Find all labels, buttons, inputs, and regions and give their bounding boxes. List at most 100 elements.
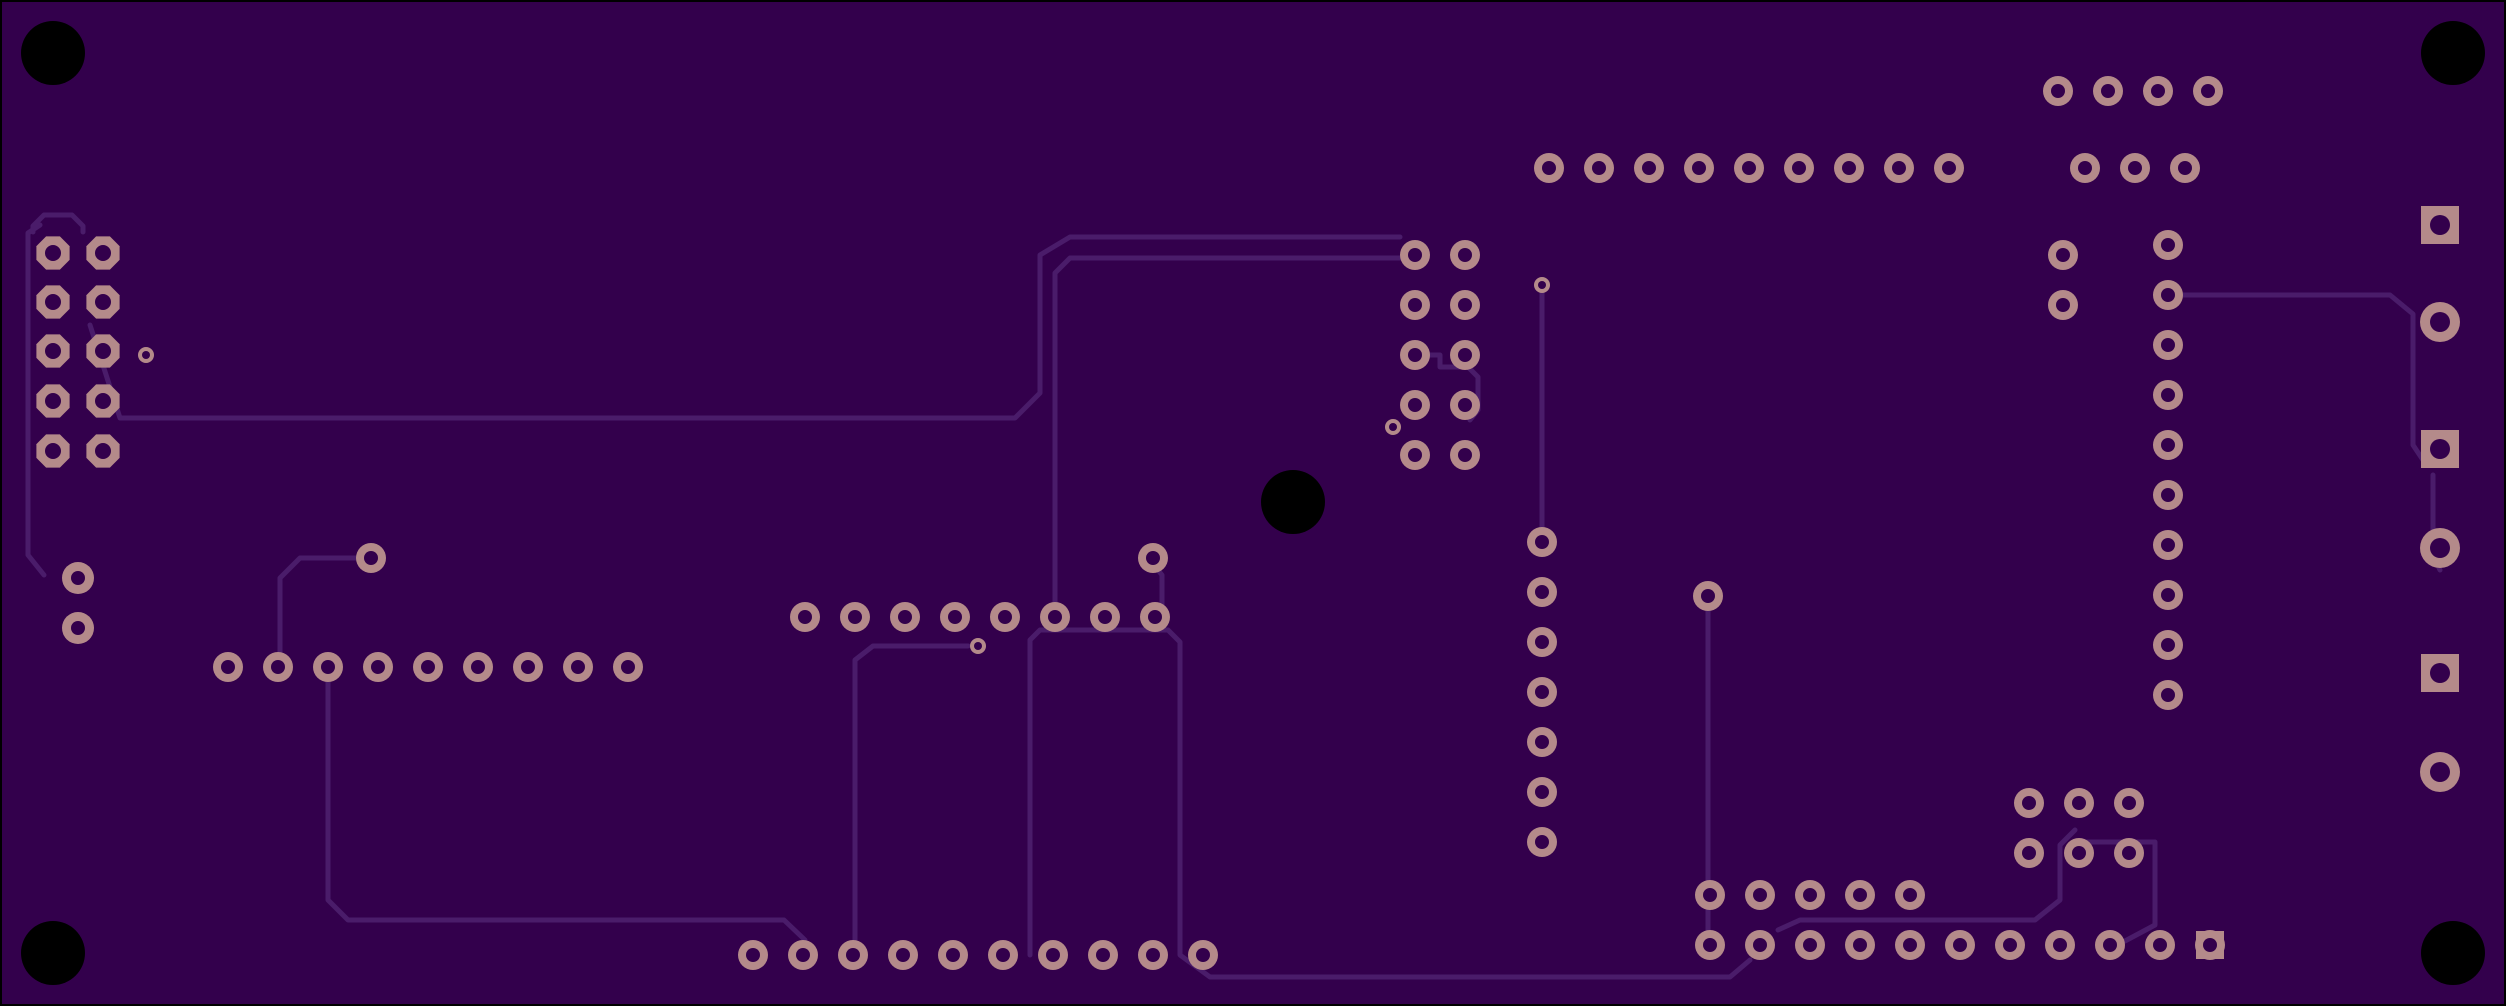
- round-pad-icon: [738, 940, 768, 970]
- round-pad-icon: [940, 602, 970, 632]
- round-pad-icon: [840, 602, 870, 632]
- round-pad-icon: [2114, 788, 2144, 818]
- via-icon: [970, 638, 986, 654]
- square-pad-icon: [2421, 654, 2459, 692]
- octagon-pad-icon: [36, 334, 70, 368]
- copper-trace: [1775, 827, 2078, 933]
- round-pad-icon: [2014, 788, 2044, 818]
- round-pad-icon: [1745, 880, 1775, 910]
- round-pad-icon: [2064, 788, 2094, 818]
- round-pad-icon: [1527, 677, 1557, 707]
- round-pad-icon: [2120, 153, 2150, 183]
- round-pad-icon: [1695, 930, 1725, 960]
- round-pad-icon: [1834, 153, 1864, 183]
- copper-trace: [25, 222, 47, 578]
- via-icon: [1385, 419, 1401, 435]
- round-pad-icon: [990, 602, 1020, 632]
- round-pad-icon: [1795, 930, 1825, 960]
- round-pad-icon: [2095, 930, 2125, 960]
- round-pad-icon: [1400, 240, 1430, 270]
- round-pad-icon: [563, 652, 593, 682]
- round-pad-icon: [1527, 727, 1557, 757]
- round-pad-icon: [790, 602, 820, 632]
- round-pad-icon: [2043, 76, 2073, 106]
- mounting-hole-icon: [1261, 470, 1325, 534]
- square-pad-icon: [2421, 206, 2459, 244]
- round-pad-icon: [2420, 528, 2460, 568]
- round-pad-icon: [2143, 76, 2173, 106]
- round-pad-icon: [1884, 153, 1914, 183]
- round-pad-icon: [1534, 153, 1564, 183]
- round-pad-icon: [2145, 930, 2175, 960]
- round-pad-icon: [1745, 930, 1775, 960]
- round-pad-icon: [2153, 630, 2183, 660]
- square-pad-icon: [2196, 931, 2224, 959]
- round-pad-icon: [2153, 430, 2183, 460]
- round-pad-icon: [1138, 543, 1168, 573]
- round-pad-icon: [988, 940, 1018, 970]
- round-pad-icon: [890, 602, 920, 632]
- round-pad-icon: [838, 940, 868, 970]
- round-pad-icon: [1945, 930, 1975, 960]
- round-pad-icon: [1693, 581, 1723, 611]
- round-pad-icon: [363, 652, 393, 682]
- round-pad-icon: [1527, 777, 1557, 807]
- round-pad-icon: [1684, 153, 1714, 183]
- round-pad-icon: [1527, 527, 1557, 557]
- round-pad-icon: [1527, 627, 1557, 657]
- round-pad-icon: [2070, 153, 2100, 183]
- mounting-hole-icon: [2421, 921, 2485, 985]
- round-pad-icon: [1527, 827, 1557, 857]
- round-pad-icon: [1400, 440, 1430, 470]
- round-pad-icon: [1188, 940, 1218, 970]
- octagon-pad-icon: [36, 434, 70, 468]
- copper-trace: [87, 234, 1403, 421]
- round-pad-icon: [1140, 602, 1170, 632]
- round-pad-icon: [1138, 940, 1168, 970]
- mounting-hole-icon: [21, 921, 85, 985]
- round-pad-icon: [2153, 680, 2183, 710]
- round-pad-icon: [2048, 240, 2078, 270]
- round-pad-icon: [2153, 230, 2183, 260]
- via-icon: [1534, 277, 1550, 293]
- round-pad-icon: [463, 652, 493, 682]
- octagon-pad-icon: [86, 434, 120, 468]
- round-pad-icon: [1634, 153, 1664, 183]
- component-pads: [36, 76, 2460, 970]
- round-pad-icon: [1400, 290, 1430, 320]
- round-pad-icon: [2093, 76, 2123, 106]
- round-pad-icon: [1584, 153, 1614, 183]
- round-pad-icon: [2193, 76, 2223, 106]
- round-pad-icon: [938, 940, 968, 970]
- round-pad-icon: [1527, 577, 1557, 607]
- round-pad-icon: [1934, 153, 1964, 183]
- round-pad-icon: [413, 652, 443, 682]
- round-pad-icon: [2170, 153, 2200, 183]
- round-pad-icon: [1450, 240, 1480, 270]
- copper-trace: [852, 643, 971, 958]
- copper-trace: [1052, 255, 1423, 623]
- round-pad-icon: [1450, 290, 1480, 320]
- round-pad-icon: [1895, 880, 1925, 910]
- round-pad-icon: [1040, 602, 1070, 632]
- round-pad-icon: [613, 652, 643, 682]
- copper-trace: [2162, 292, 2426, 463]
- via-icon: [138, 347, 154, 363]
- round-pad-icon: [2153, 380, 2183, 410]
- octagon-pad-icon: [86, 236, 120, 270]
- round-pad-icon: [1995, 930, 2025, 960]
- round-pad-icon: [2064, 838, 2094, 868]
- round-pad-icon: [1090, 602, 1120, 632]
- round-pad-icon: [1088, 940, 1118, 970]
- round-pad-icon: [2420, 302, 2460, 342]
- round-pad-icon: [1450, 340, 1480, 370]
- mounting-hole-icon: [2421, 21, 2485, 85]
- round-pad-icon: [1845, 880, 1875, 910]
- round-pad-icon: [2048, 290, 2078, 320]
- octagon-pad-icon: [86, 334, 120, 368]
- round-pad-icon: [2420, 752, 2460, 792]
- round-pad-icon: [1400, 340, 1430, 370]
- copper-trace: [277, 555, 374, 668]
- round-pad-icon: [788, 940, 818, 970]
- octagon-pad-icon: [36, 236, 70, 270]
